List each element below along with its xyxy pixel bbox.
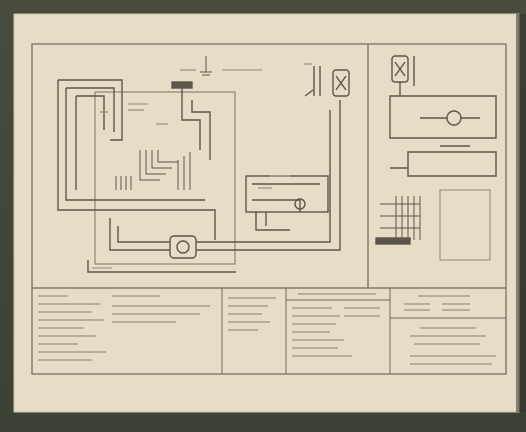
wiring-harness-plug xyxy=(304,66,350,97)
wire-harness-bundle xyxy=(139,150,191,190)
drawing-border xyxy=(31,43,507,375)
ground-symbol xyxy=(200,56,212,76)
fan-motor-capacitor xyxy=(169,235,197,259)
connection-diagram xyxy=(57,56,350,273)
diagram-label-marks xyxy=(92,63,312,269)
title-block-text-marks xyxy=(38,293,496,365)
paper-edge-shadow xyxy=(516,14,526,412)
board-terminal-strip xyxy=(115,176,132,190)
schematic-panel xyxy=(375,55,497,261)
transformer xyxy=(171,81,211,160)
title-block xyxy=(221,288,506,374)
main-control-board xyxy=(94,91,236,265)
